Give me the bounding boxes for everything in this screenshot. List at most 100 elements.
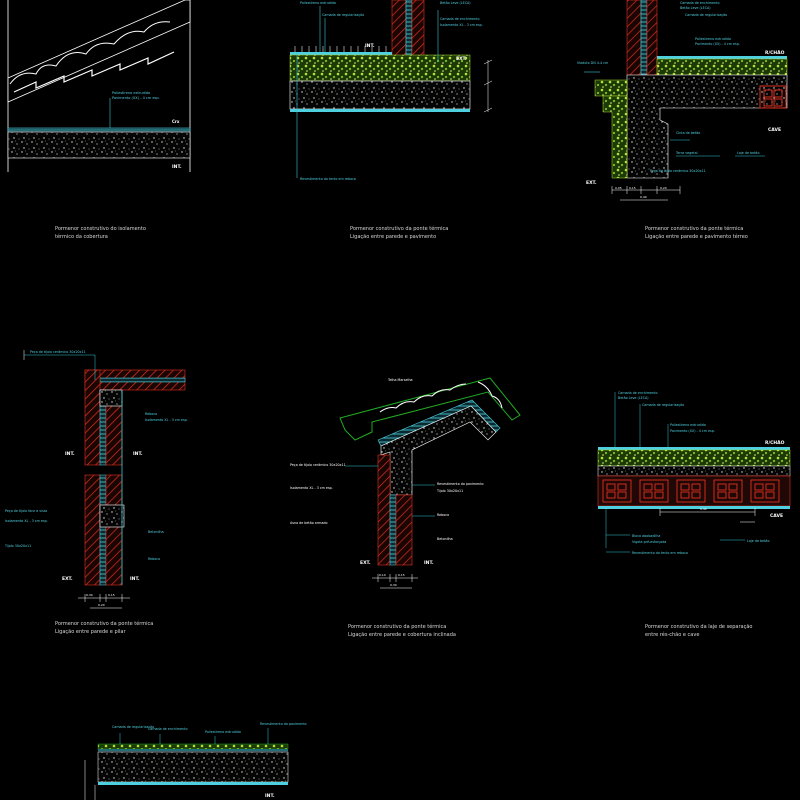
tag-rc-d3: R/CHÃO	[765, 49, 785, 56]
note-peca-d4: Peça de tijolo cerâmico 30x20x11	[30, 350, 86, 354]
tag-rc-d6: R/CHÃO	[765, 439, 785, 446]
detail-wall-pillar: Peça de tijolo cerâmico 30x20x11 Reboco …	[4, 350, 188, 635]
wall-lower-brick-b-d4	[105, 474, 123, 586]
note-bloco-d6: Bloco abobadilha	[632, 534, 660, 538]
floor-fill-d3	[656, 58, 788, 76]
note-isol-d4a: Isolamento XL - 3 cm esp.	[145, 418, 188, 422]
note-betaoleve-d6: Betão Leve (LECA)	[618, 396, 649, 400]
roof-slab-concrete	[7, 131, 191, 159]
note-revest-d7: Revestimento do pavimento	[260, 722, 307, 726]
wall-insul-d5	[389, 494, 397, 566]
floor-slab-d2	[289, 80, 471, 110]
note-betonilha-d4: Betonilha	[148, 530, 164, 534]
wall-brick-a-d5	[377, 454, 391, 566]
dim-d3-total: 0,40	[640, 195, 647, 199]
note-isolamento-d2: Isolamento XL - 3 cm esp.	[440, 23, 483, 27]
hollow-blocks-d6	[602, 479, 780, 503]
detail-wall-groundfloor: Camada de enchimento Betão Leve (LECA) C…	[577, 0, 788, 240]
tag-cave-d3: CAVE	[768, 127, 781, 133]
dim-d3-b: 0,15	[629, 186, 636, 190]
note-viaduto-d3: Viaduto DN 4-4 cm	[577, 61, 608, 65]
wall-brick-b-d5	[395, 494, 413, 566]
note-poliestireno-d6: Poliestireno extrudido	[670, 423, 706, 427]
tag-ext-d5: EXT.	[360, 560, 371, 566]
wall-lower-insul-d4	[99, 474, 107, 586]
note-poliestireno-d1: Poliestireno extrudido	[112, 91, 150, 95]
tag-ext-d2: EXT.	[456, 56, 467, 62]
note-pav-d1: Pavimento (XX) - 4 cm esp.	[112, 96, 160, 100]
detail-wall-pitched-roof: Telha Marselha Peça de tijolo cerâmico 3…	[290, 377, 521, 638]
tag-ext-d4: EXT.	[62, 576, 73, 582]
dimension-d5	[372, 574, 418, 589]
note-betonilha-d5: Betonilha	[437, 537, 453, 541]
note-tijolo-face-d4: Peça de tijolo face à vista	[5, 509, 47, 513]
dim-d3-a: 0,05	[615, 186, 622, 190]
tag-int-d4b: INT.	[133, 451, 143, 457]
note-cinta-d3: Cinta de betão	[676, 131, 700, 135]
note-terra-d3: Terra vegetal	[675, 151, 698, 155]
note-vigota-d6: Vigota pré-esforçada	[632, 540, 666, 544]
floor-ceiling-d7	[98, 782, 288, 785]
wall-upper-brick-a-d4	[84, 369, 101, 466]
note-revestimento-d5: Revestimento do pavimento	[437, 482, 484, 486]
note-revestimento-d2: Revestimento do tecto em reboco	[300, 177, 356, 181]
note-pav-d3: Pavimento (XX) - 4 cm esp.	[695, 42, 740, 46]
note-reboco-d5: Reboco	[437, 513, 449, 517]
roof-slab-insulation	[7, 127, 191, 133]
slab-ceiling-d6	[598, 506, 790, 509]
tag-int-d7: INT.	[265, 793, 275, 799]
dim-d6-a: 0,40	[700, 507, 707, 511]
note-regularizacao-d6: Camada de regularização	[642, 403, 684, 407]
floor-fill-d2	[289, 54, 471, 82]
roof-tiles-right-d5	[477, 381, 503, 409]
slab-finish-d6	[598, 447, 790, 450]
note-poliestireno-d3: Poliestireno extrudido	[695, 37, 731, 41]
note-poliestireno-d7: Poliestireno extrudido	[205, 730, 241, 734]
hollow-block-d3	[759, 85, 787, 109]
detail-slab-basement: Camada de enchimento Betão Leve (LECA) C…	[597, 391, 791, 638]
note-tijolofurado-d5: Tijolo 30x20x11	[436, 489, 463, 493]
tag-int-d1: INT.	[172, 164, 182, 170]
caption-d5-line2: Ligação entre parede e cobertura inclina…	[348, 632, 456, 638]
floor-finish-d3	[657, 56, 787, 59]
tag-crx: Crx	[172, 119, 180, 124]
note-tijolo-furado-d4: Tijolo 30x20x11	[4, 544, 31, 548]
caption-d3-line2: Ligação entre parede e pavimento térreo	[645, 233, 748, 240]
floor-stubs-d2	[294, 46, 387, 52]
note-reboco-d4a: Reboco	[145, 412, 157, 416]
note-betaoleve-d3: Betão Leve (LECA)	[680, 6, 711, 10]
caption-d4-line2: Ligação entre parede e pilar	[55, 629, 126, 635]
dim-d4-a: 0,30	[86, 593, 93, 597]
tag-ext-d3: EXT.	[586, 180, 597, 186]
floor-concrete-d7	[97, 751, 289, 783]
tag-int-d4c: INT.	[130, 576, 140, 582]
floor-finish-d2	[290, 52, 392, 55]
note-isol-d4b: Isolamento XL - 3 cm esp.	[5, 519, 48, 523]
dim-d5-a: 0,10	[379, 573, 386, 577]
note-regularizacao-d2: Camada de regularização	[322, 13, 364, 17]
caption-d3-line1: Pormenor construtivo da ponte térmica	[645, 225, 743, 232]
note-laje-d3: Laje de betão	[737, 151, 759, 155]
roof-slab-d5	[380, 405, 497, 496]
note-enchimento-d2: Camada de enchimento	[440, 17, 479, 21]
roof-tiles-d5	[379, 383, 467, 413]
foundation-d3	[626, 74, 788, 179]
tag-int-d5: INT.	[424, 560, 434, 566]
caption-d4-line1: Pormenor construtivo da ponte térmica	[55, 620, 153, 627]
note-enchimento-d3: Camada de enchimento	[680, 1, 719, 5]
floor-ceiling-d2	[290, 109, 470, 112]
note-enchimento-d6: Camada de enchimento	[618, 391, 657, 395]
note-enchimento-d7: Camada de enchimento	[148, 727, 187, 731]
note-asna-d5: Asna de betão armado	[290, 521, 327, 525]
caption-d2-line1: Pormenor construtivo da ponte térmica	[350, 225, 448, 232]
wall-lower-brick-a-d4	[84, 474, 101, 586]
ground-soil-step-d3	[602, 95, 628, 179]
detail-wall-floor: Poliestireno extrudido Camada de regular…	[289, 0, 493, 240]
note-peca-d3: Peça de tijolo cerâmico 30x20x11	[650, 169, 706, 173]
tag-cave-d6: CAVE	[770, 513, 783, 519]
dim-d4-b: 0,15	[108, 593, 115, 597]
slab-concrete-d6	[597, 465, 791, 477]
caption-d5-line1: Pormenor construtivo da ponte térmica	[348, 623, 446, 630]
tag-int-d4a: INT.	[65, 451, 75, 457]
caption-d6-line2: entre rés-chão e cave	[645, 631, 699, 638]
